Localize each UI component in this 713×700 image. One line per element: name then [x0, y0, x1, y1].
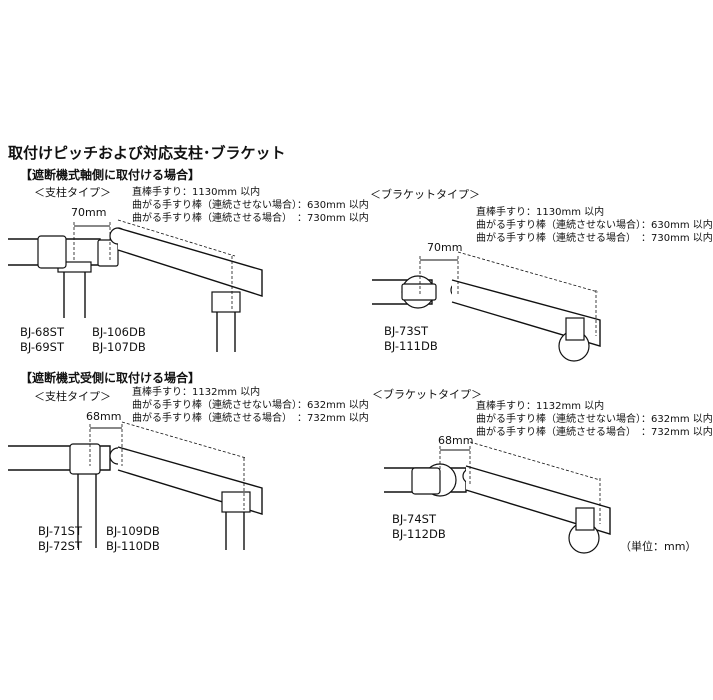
- inclined-rail: [117, 227, 263, 297]
- post: [77, 470, 97, 548]
- spec-key: 曲がる手すり棒（連続させる場合） ：: [476, 233, 651, 244]
- dimension-label-post-1: 70mm: [71, 206, 107, 219]
- spec-key: 曲がる手すり棒（連続させる場合） ：: [132, 213, 307, 224]
- diagram-post-shaft-side: [8, 219, 263, 352]
- type-label-post-1: ＜支柱タイプ＞: [34, 186, 111, 199]
- spec-value: 630mm 以内: [651, 220, 713, 231]
- spec-value: 732mm 以内: [307, 413, 369, 424]
- page-title: 取付けピッチおよび対応支柱･ブラケット: [8, 144, 286, 162]
- model-list-post-1b: BJ-106DB BJ-107DB: [92, 325, 146, 355]
- spec-block-post-1: 直棒手すり：1130mm 以内 曲がる手すり棒（連続させない場合）：630mm …: [132, 186, 369, 225]
- support-bracket: [565, 317, 585, 341]
- model-code: BJ-109DB: [106, 524, 160, 538]
- spec-value: 632mm 以内: [307, 400, 369, 411]
- spec-key: 直棒手すり：: [132, 387, 192, 398]
- diagram-bracket-receiving-side: [384, 441, 611, 554]
- pitch-line: [469, 441, 601, 481]
- bracket-body: [401, 283, 437, 301]
- model-code: BJ-111DB: [384, 339, 438, 353]
- dimension-label-post-2: 68mm: [86, 410, 122, 423]
- model-code: BJ-71ST: [38, 524, 82, 538]
- model-code: BJ-68ST: [20, 325, 64, 339]
- model-code: BJ-74ST: [392, 512, 436, 526]
- model-code: BJ-112DB: [392, 527, 446, 541]
- model-code: BJ-72ST: [38, 539, 82, 553]
- model-code: BJ-106DB: [92, 325, 146, 339]
- rail-clamp: [69, 443, 101, 475]
- spec-value: 732mm 以内: [651, 427, 713, 438]
- type-label-bracket-1: ＜ブラケットタイプ＞: [370, 188, 480, 201]
- model-list-post-1: BJ-68ST BJ-69ST: [20, 325, 64, 355]
- pitch-line: [121, 421, 247, 459]
- rail-clamp: [411, 467, 441, 495]
- diagram-bracket-shaft-side: [372, 251, 601, 362]
- spec-key: 曲がる手すり棒（連続させない場合）：: [132, 400, 307, 411]
- support-post: [225, 512, 245, 550]
- spec-value: 1132mm 以内: [536, 401, 605, 412]
- model-code: BJ-73ST: [384, 324, 428, 338]
- model-code: BJ-69ST: [20, 340, 64, 354]
- model-code: BJ-107DB: [92, 340, 146, 354]
- model-code: BJ-110DB: [106, 539, 160, 553]
- spec-block-bracket-1: 直棒手すり：1130mm 以内 曲がる手すり棒（連続させない場合）：630mm …: [476, 206, 713, 245]
- support-bracket: [211, 291, 241, 313]
- spec-value: 1130mm 以内: [192, 187, 261, 198]
- support-post: [216, 312, 236, 352]
- spec-key: 直棒手すり：: [132, 187, 192, 198]
- spec-key: 曲がる手すり棒（連続させる場合） ：: [132, 413, 307, 424]
- post: [63, 265, 86, 318]
- model-list-bracket-1: BJ-73ST BJ-111DB: [384, 324, 438, 354]
- spec-key: 曲がる手すり棒（連続させる場合） ：: [476, 427, 651, 438]
- pitch-line: [457, 251, 599, 293]
- unit-note: （単位：mm）: [620, 540, 697, 553]
- spec-key: 曲がる手すり棒（連続させない場合）：: [132, 200, 307, 211]
- inclined-rail: [465, 465, 611, 535]
- section-heading-1: 【遮断機式軸側に取付ける場合】: [20, 168, 201, 182]
- spec-value: 730mm 以内: [651, 233, 713, 244]
- spec-key: 曲がる手すり棒（連続させない場合）：: [476, 414, 651, 425]
- spec-block-bracket-2: 直棒手すり：1132mm 以内 曲がる手すり棒（連続させない場合）：632mm …: [476, 400, 713, 439]
- support-bracket: [221, 491, 251, 513]
- model-list-bracket-2: BJ-74ST BJ-112DB: [392, 512, 446, 542]
- rail-clamp: [37, 235, 67, 269]
- pitch-line: [117, 219, 236, 257]
- section-heading-2: 【遮断機式受側に取付ける場合】: [20, 371, 201, 385]
- type-label-bracket-2: ＜ブラケットタイプ＞: [372, 388, 482, 401]
- diagram-post-receiving-side: [8, 421, 263, 550]
- spec-value: 1130mm 以内: [536, 207, 605, 218]
- type-label-post-2: ＜支柱タイプ＞: [34, 390, 111, 403]
- support-bracket: [575, 507, 595, 531]
- spec-value: 632mm 以内: [651, 414, 713, 425]
- spec-key: 直棒手すり：: [476, 207, 536, 218]
- dimension-label-bracket-2: 68mm: [438, 434, 474, 447]
- spec-value: 1132mm 以内: [192, 387, 261, 398]
- spec-block-post-2: 直棒手すり：1132mm 以内 曲がる手すり棒（連続させない場合）：632mm …: [132, 386, 369, 425]
- inclined-rail: [451, 279, 601, 347]
- spec-key: 曲がる手すり棒（連続させない場合）：: [476, 220, 651, 231]
- spec-key: 直棒手すり：: [476, 401, 536, 412]
- spec-value: 730mm 以内: [307, 213, 369, 224]
- bracket-joint: [97, 239, 119, 267]
- dimension-label-bracket-1: 70mm: [427, 241, 463, 254]
- spec-value: 630mm 以内: [307, 200, 369, 211]
- model-list-post-2b: BJ-109DB BJ-110DB: [106, 524, 160, 554]
- model-list-post-2: BJ-71ST BJ-72ST: [38, 524, 82, 554]
